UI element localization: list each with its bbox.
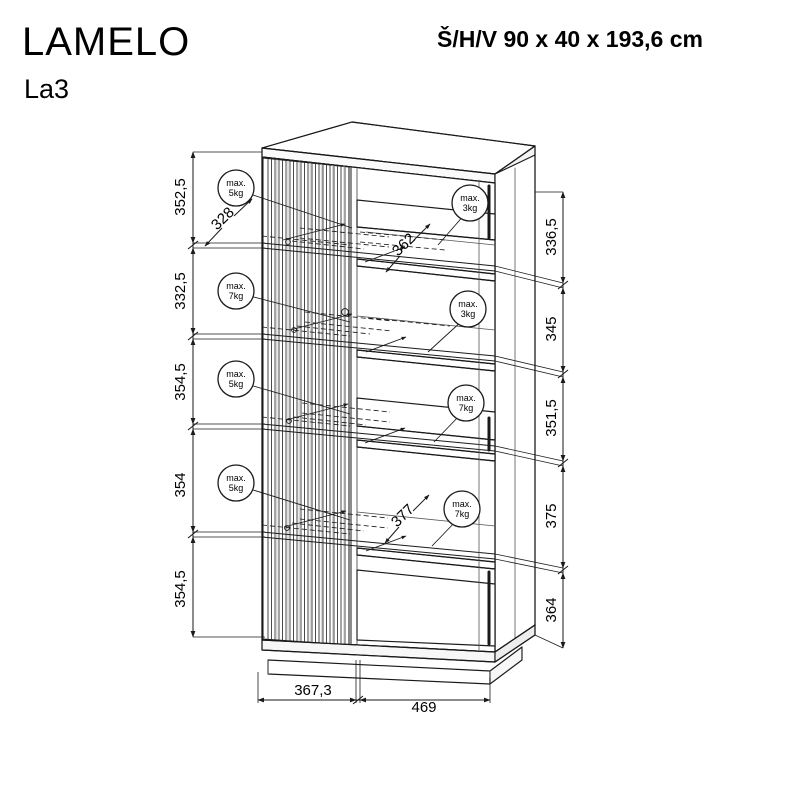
badge-right-2-line1: max. — [458, 299, 478, 309]
dim-right-1: 336,5 — [543, 218, 560, 256]
dimension-labels-right: 336,5 345 351,5 375 364 — [543, 218, 560, 622]
base-plinth — [261, 624, 536, 685]
badge-left-1-line1: max. — [226, 178, 246, 188]
dim-right-5: 364 — [543, 597, 560, 622]
page-title: LAMELO — [22, 20, 191, 64]
dim-bottom-2: 469 — [411, 699, 436, 716]
assembly-indicator-lines — [282, 223, 407, 552]
dimension-chain-right — [494, 191, 569, 649]
load-badge-left-3: max. 5kg — [217, 360, 351, 415]
load-badge-right-3: max. 7kg — [433, 384, 485, 443]
badge-left-4-line2: 5kg — [229, 483, 244, 493]
dim-left-2: 332,5 — [172, 272, 189, 310]
badge-right-3-line1: max. — [456, 393, 476, 403]
model-code: La3 — [24, 74, 70, 104]
badge-right-3-line2: 7kg — [459, 403, 474, 413]
dim-left-3: 354,5 — [172, 363, 189, 401]
load-badge-right-4: max. 7kg — [431, 490, 481, 547]
badge-right-1-line2: 3kg — [463, 203, 478, 213]
dimension-chain-left — [187, 151, 265, 638]
badge-left-3-line2: 5kg — [229, 379, 244, 389]
cabinet-assembly — [261, 121, 536, 685]
dim-right-3: 351,5 — [543, 399, 560, 437]
load-badge-right-1: max. 3kg — [437, 184, 489, 246]
dim-right-2: 345 — [543, 316, 560, 341]
load-badge-left-4: max. 5kg — [217, 464, 351, 521]
badge-left-3-line1: max. — [226, 369, 246, 379]
badge-left-2-line2: 7kg — [229, 291, 244, 301]
hidden-construction-lines — [261, 227, 451, 535]
badge-right-1-line1: max. — [460, 193, 480, 203]
badge-right-4-line1: max. — [452, 499, 472, 509]
load-badge-left-2: max. 7kg — [217, 272, 351, 323]
leader-label-328: 328 — [208, 204, 238, 234]
overall-dimensions: Š/H/V 90 x 40 x 193,6 cm — [437, 26, 703, 52]
load-badge-right-2: max. 3kg — [427, 290, 487, 353]
dim-left-5: 354,5 — [172, 570, 189, 608]
dimension-labels-bottom: 367,3 469 — [294, 682, 436, 716]
load-badge-left-1: max. 5kg — [217, 169, 353, 229]
dimension-labels-left: 352,5 332,5 354,5 354 354,5 — [172, 178, 189, 608]
dim-bottom-1: 367,3 — [294, 682, 332, 699]
dimension-chain-bottom — [257, 660, 491, 705]
leader-dimension-328: 328 — [204, 198, 253, 247]
dim-right-4: 375 — [543, 503, 560, 528]
carcass-shelf-lines — [261, 242, 496, 560]
badge-left-2-line1: max. — [226, 281, 246, 291]
badge-right-2-line2: 3kg — [461, 309, 476, 319]
badge-left-1-line2: 5kg — [229, 188, 244, 198]
dim-left-4: 354 — [172, 472, 189, 497]
badge-right-4-line2: 7kg — [455, 509, 470, 519]
badge-left-4-line1: max. — [226, 473, 246, 483]
dim-left-1: 352,5 — [172, 178, 189, 216]
